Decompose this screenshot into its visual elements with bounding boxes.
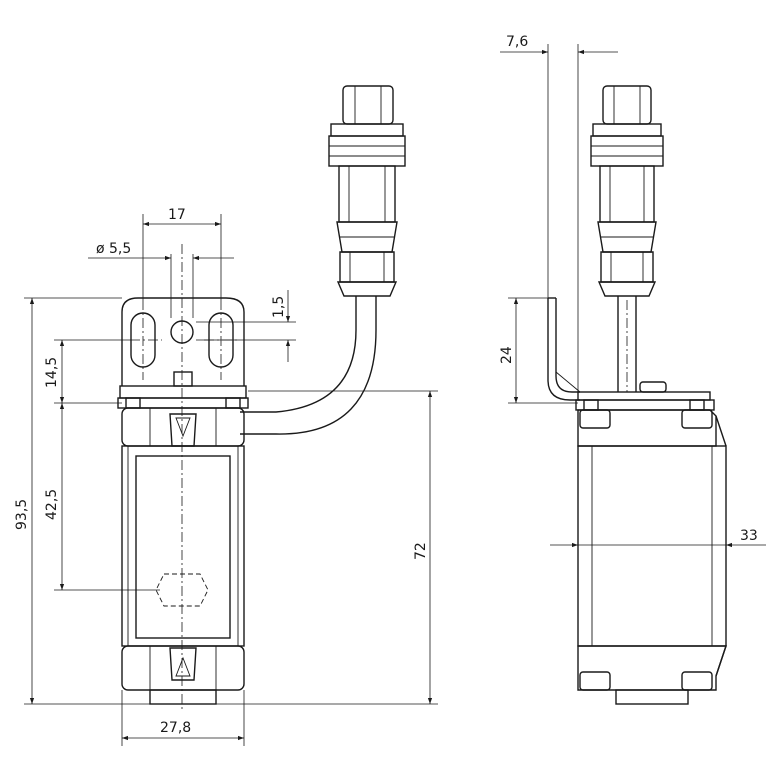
- dim-93-5: 93,5: [14, 297, 150, 705]
- side-cable: [617, 296, 637, 392]
- side-bottom-cap: [577, 645, 727, 705]
- side-connector: [590, 85, 664, 297]
- front-cable: [240, 296, 377, 435]
- side-view: 7,6 24 33: [499, 34, 766, 705]
- dim-14-5: 14,5: [44, 339, 130, 404]
- front-connector: [328, 85, 406, 297]
- label-hole-diameter: ø 5,5: [96, 241, 131, 257]
- dim-42-5: 42,5: [44, 403, 160, 591]
- label-27-8: 27,8: [160, 720, 191, 736]
- front-body: [121, 445, 245, 647]
- label-93-5: 93,5: [14, 499, 30, 530]
- side-bracket: [547, 297, 581, 401]
- front-bracket: [121, 297, 245, 386]
- side-body: [577, 415, 727, 677]
- front-bottom-cap: [121, 645, 245, 705]
- dim-27-8: 27,8: [121, 690, 245, 746]
- dim-7-6: 7,6: [500, 34, 618, 392]
- label-17: 17: [168, 207, 186, 223]
- label-1-5: 1,5: [271, 296, 287, 318]
- front-view: 17 ø 5,5 1,5 14,5 42,: [14, 85, 438, 746]
- dim-24: 24: [499, 297, 578, 404]
- label-14-5: 14,5: [44, 357, 60, 388]
- label-24: 24: [499, 346, 515, 364]
- dim-hole-diameter: ø 5,5: [88, 241, 234, 318]
- label-33: 33: [740, 528, 758, 544]
- side-top-cap: [575, 381, 717, 447]
- label-72: 72: [413, 542, 429, 560]
- dim-17: 17: [142, 207, 222, 300]
- label-7-6: 7,6: [506, 34, 528, 50]
- dim-72: 72: [216, 390, 438, 705]
- dim-1-5: 1,5: [196, 290, 296, 362]
- label-42-5: 42,5: [44, 489, 60, 520]
- dim-33: 33: [550, 528, 766, 548]
- front-top-cap: [117, 371, 249, 447]
